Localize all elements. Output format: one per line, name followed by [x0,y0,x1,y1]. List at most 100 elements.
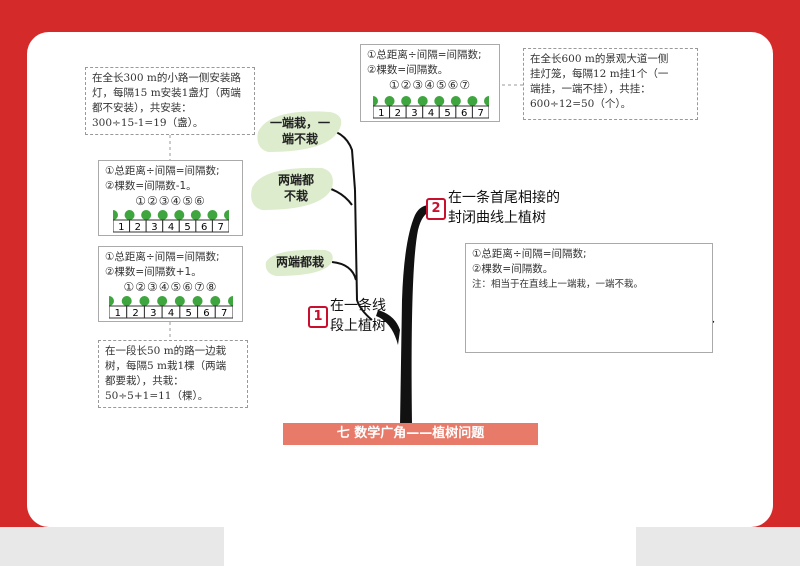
ruler-label: 1 [118,222,124,233]
example-bottom-left: 在一段长50 m的路一边栽 树，每隔5 m栽1棵（两端 都要栽），共栽： 50÷… [98,340,248,408]
tree-mark [228,296,233,306]
tree-numbers: ①②③④⑤⑥⑦ [388,78,472,92]
example-text: 都要栽），共栽： [105,375,184,387]
tree-mark [157,210,168,220]
ruler-label: 2 [395,108,401,119]
leaf-text: 两端都 [277,173,314,187]
tree-numbers: ①②③④⑤⑥⑦⑧ [123,280,218,294]
ruler-label: 5 [186,308,192,319]
leaf-label-neither: 两端都 不栽 [260,172,332,204]
ruler-label: 7 [221,308,227,319]
formula-line: ①总距离÷间隔=间隔数; [105,251,220,263]
example-text: 300÷15-1=19（盏）。 [92,117,204,129]
leaf-one-end [257,111,342,152]
tree-mark [139,296,150,306]
example-text: 都不安装），共安装： [92,102,192,114]
tree-mark [121,296,132,306]
tree-mark [113,210,118,220]
leaf-label-one-end: 一端栽，一 端不栽 [262,115,338,147]
tree-mark [467,96,478,106]
tree-mark [192,296,203,306]
tree-mark [484,96,489,106]
formula-box-closed: ①总距离÷间隔=间隔数; ②棵数=间隔数。 注：相当于在直线上一端栽，一端不栽。 [465,243,713,353]
branch-line-both [331,261,357,281]
ruler-label: 5 [184,222,190,233]
formula-note: 注：相当于在直线上一端栽，一端不栽。 [472,279,644,290]
tree-mark [174,210,185,220]
ruler-label: 3 [151,222,157,233]
tree-mark [401,96,412,106]
ruler-segment [211,219,229,233]
ruler-label: 6 [201,222,207,233]
ruler-label: 4 [168,222,174,233]
leaf-neither [251,167,333,210]
formula-line: ②棵数=间隔数+1。 [105,266,202,278]
example-text: 在一段长50 m的路一边栽 [105,345,227,357]
leaf-label-both: 两端都栽 [275,255,324,269]
branch-text: 在一条首尾相接的 [448,190,560,206]
formula-line: ①总距离÷间隔=间隔数; [105,165,220,177]
ruler-label: 4 [428,108,434,119]
tree-mark [157,296,168,306]
ruler-label: 1 [115,308,121,319]
frame-tab [224,527,636,566]
example-text: 树，每隔5 m栽1棵（两端 [105,360,227,372]
example-text: 在全长600 m的景观大道一侧 [530,53,669,65]
tree-mark [141,210,152,220]
tree-mark [450,96,461,106]
example-text: 端挂，一端不挂），共挂： [530,83,651,95]
formula-line: ①总距离÷间隔=间隔数; [472,248,587,260]
tree-mark [373,96,378,106]
page-title: 七 数学广角——植树问题 [283,423,538,445]
tree-mark [124,210,135,220]
branch-text: 段上植树 [330,318,386,334]
ruler-label: 3 [411,108,417,119]
example-text: 50÷5+1=11（棵）。 [105,390,209,402]
trunk-fork [376,310,400,345]
branch-2-badge: 2 [426,198,446,220]
example-text: 挂灯笼，每隔12 m挂1个（一 [530,68,669,80]
example-text: 在全长300 m的小路一侧安装路 [92,72,241,84]
tree-mark [224,210,229,220]
tree-mark [207,210,218,220]
branch-text: 在一条线 [330,298,386,314]
branch-line-main-thin [354,189,373,321]
branch-1-label: 在一条线 段上植树 [330,296,386,336]
tree-mark [109,296,114,306]
frame-bottom [0,527,800,566]
leaf-text: 端不栽 [281,132,318,146]
ruler-label: 7 [478,108,484,119]
ruler-segment [471,105,489,119]
ruler-label: 2 [132,308,138,319]
example-top-left: 在全长300 m的小路一侧安装路 灯，每隔15 m安装1盏灯（两端 都不安装），… [85,67,255,135]
trunk [400,205,430,425]
example-text: 600÷12=50（个）。 [530,98,632,110]
tree-mark [210,296,221,306]
ruler-label: 7 [218,222,224,233]
tree-mark [384,96,395,106]
leaf-text: 不栽 [283,189,308,203]
ruler-label: 1 [378,108,384,119]
tree-mark [417,96,428,106]
ruler-label: 6 [203,308,209,319]
formula-line: ②棵数=间隔数-1。 [105,180,197,192]
example-text: 灯，每隔15 m安装1盏灯（两端 [92,87,241,99]
branch-text: 封闭曲线上植树 [448,210,546,226]
example-top-right: 在全长600 m的景观大道一侧 挂灯笼，每隔12 m挂1个（一 端挂，一端不挂）… [523,48,698,120]
formula-line: ②棵数=间隔数。 [367,64,449,76]
leaf-text: 一端栽，一 [269,116,330,130]
ruler-label: 6 [461,108,467,119]
branch-2-label: 在一条首尾相接的 封闭曲线上植树 [448,188,560,228]
formula-line: ①总距离÷间隔=间隔数; [367,49,482,61]
tree-mark [174,296,185,306]
tree-numbers: ①②③④⑤⑥ [135,194,206,208]
branch-1-badge: 1 [308,306,328,328]
tree-mark [434,96,445,106]
leaf-both [265,249,333,276]
formula-line: ②棵数=间隔数。 [472,263,554,275]
